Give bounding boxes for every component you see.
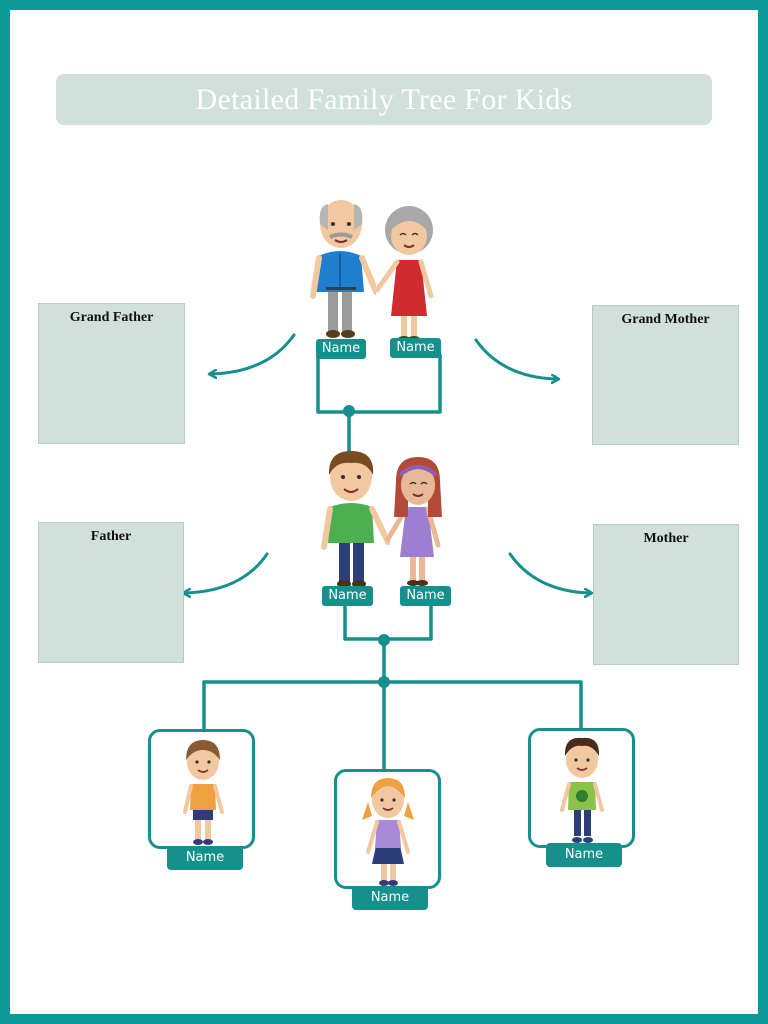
child-right-name-tag[interactable]: Name xyxy=(546,843,622,867)
father-box[interactable]: Father xyxy=(38,522,184,663)
grand-mother-label: Grand Mother xyxy=(621,312,710,327)
boy-figure xyxy=(183,740,224,845)
arrow-to-mother xyxy=(508,552,589,593)
grandma-name-tag[interactable]: Name xyxy=(390,338,441,358)
grandfather-figure xyxy=(310,200,376,338)
mother-box[interactable]: Mother xyxy=(593,524,739,665)
title-banner: Detailed Family Tree For Kids xyxy=(56,74,712,125)
girl-figure xyxy=(362,778,414,886)
arrow-to-grand-mother xyxy=(474,338,556,379)
mother-label: Mother xyxy=(643,531,689,546)
grandpa-name-tag[interactable]: Name xyxy=(316,339,366,359)
grand-mother-box[interactable]: Grand Mother xyxy=(592,305,739,445)
children-bus-line xyxy=(202,680,583,732)
child-left-name-tag[interactable]: Name xyxy=(167,846,243,870)
dad-name-tag[interactable]: Name xyxy=(322,586,373,606)
page-title: Detailed Family Tree For Kids xyxy=(195,82,573,116)
arrow-to-father xyxy=(186,552,269,593)
grand-father-label: Grand Father xyxy=(69,310,154,325)
children-junction-dot xyxy=(378,676,390,688)
grand-father-box[interactable]: Grand Father xyxy=(38,303,185,444)
grandparents-junction-dot xyxy=(343,405,355,417)
grandparents-bracket xyxy=(316,353,442,414)
father-label: Father xyxy=(90,529,132,544)
mother-figure xyxy=(385,457,442,586)
arrow-to-grand-father xyxy=(212,333,296,374)
parents-junction-dot xyxy=(378,634,390,646)
father-figure xyxy=(321,451,390,588)
grandmother-figure xyxy=(374,206,434,342)
boy-green-shirt-figure xyxy=(560,737,604,843)
mom-name-tag[interactable]: Name xyxy=(400,586,451,606)
child-center-name-tag[interactable]: Name xyxy=(352,886,428,910)
parents-bracket xyxy=(343,602,433,641)
